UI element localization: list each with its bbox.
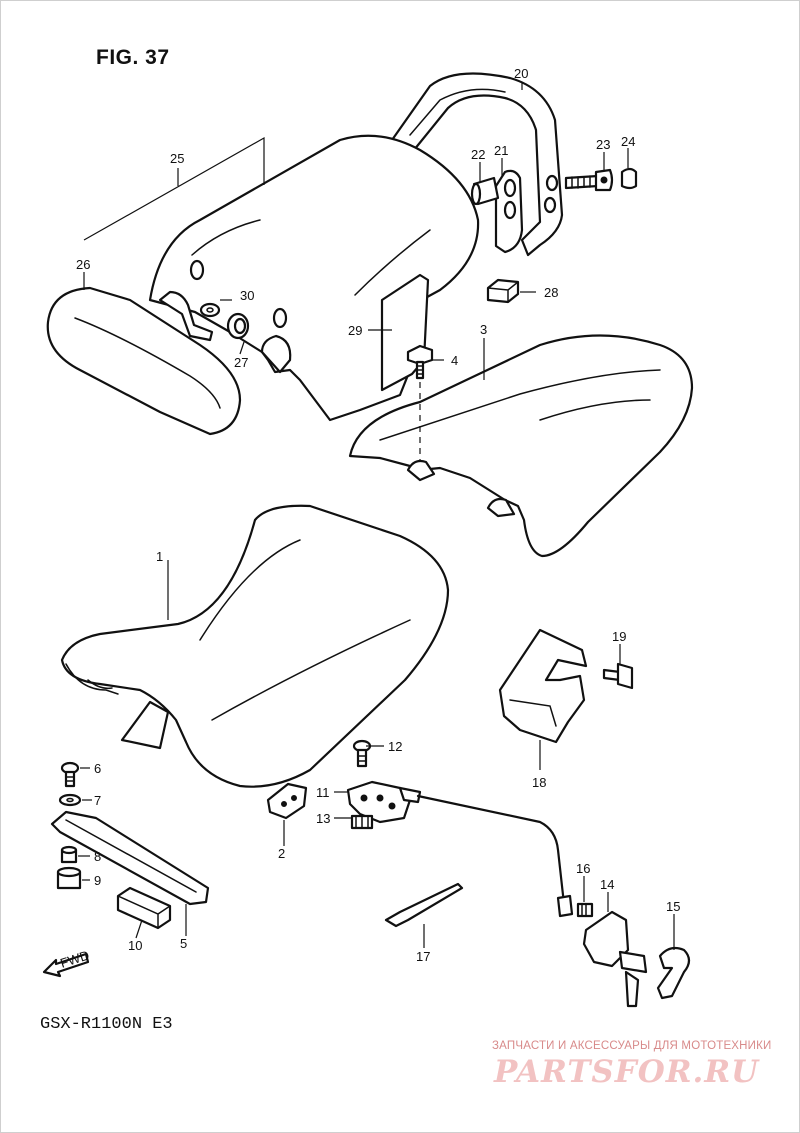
figure-title: FIG. 37 [96,46,170,69]
watermark-logo: PARTSFOR.RU [494,1054,760,1090]
callout-29[interactable]: 29 [348,323,362,338]
part-10-block[interactable] [116,886,172,930]
callout-27[interactable]: 27 [234,355,248,370]
callout-26[interactable]: 26 [76,257,90,272]
part-17-tie-strap[interactable] [384,882,464,928]
callout-21[interactable]: 21 [494,143,508,158]
cable-end[interactable] [556,894,574,918]
callout-1[interactable]: 1 [156,549,163,564]
callout-10[interactable]: 10 [128,938,142,953]
part-22-collar[interactable] [470,176,500,206]
part-16-screw[interactable] [576,902,594,918]
part-27-grommet[interactable] [226,312,250,340]
part-13-screw[interactable] [350,814,374,830]
part-3-rear-seat[interactable] [348,334,694,558]
fwd-arrow-icon [42,952,90,978]
part-1-front-seat[interactable] [60,504,450,788]
part-4-screw[interactable] [406,344,434,380]
callout-13[interactable]: 13 [316,811,330,826]
part-21-bracket[interactable] [494,169,524,254]
callout-numbers: 1 2 3 4 5 6 7 8 9 10 11 12 13 14 15 16 1… [76,66,680,964]
callout-2[interactable]: 2 [278,846,285,861]
callout-30[interactable]: 30 [240,288,254,303]
part-9-cushion[interactable] [56,866,82,890]
part-18-bracket[interactable] [498,628,588,744]
callout-19[interactable]: 19 [612,629,626,644]
part-23-bolt[interactable] [564,168,614,192]
watermark-caption: ЗАПЧАСТИ И АКСЕССУАРЫ ДЛЯ МОТОТЕХНИКИ [492,1040,772,1052]
callout-24[interactable]: 24 [621,134,635,149]
callout-16[interactable]: 16 [576,861,590,876]
callout-15[interactable]: 15 [666,899,680,914]
part-28-cushion[interactable] [486,278,520,304]
part-12-screw[interactable] [352,739,372,768]
callout-11[interactable]: 11 [316,785,330,800]
part-26-pillion-pad[interactable] [46,286,242,436]
part-7-washer[interactable] [58,793,82,807]
callout-7[interactable]: 7 [94,793,101,808]
callout-12[interactable]: 12 [388,739,402,754]
callout-6[interactable]: 6 [94,761,101,776]
part-11-seat-lock[interactable] [346,780,422,824]
callout-17[interactable]: 17 [416,949,430,964]
callout-25[interactable]: 25 [170,151,184,166]
callout-22[interactable]: 22 [471,147,485,162]
callout-28[interactable]: 28 [544,285,558,300]
callout-9[interactable]: 9 [94,873,101,888]
part-24-cap[interactable] [620,167,638,190]
part-8-spacer[interactable] [60,845,78,864]
leader-lines [78,82,675,950]
part-6-screw[interactable] [60,761,80,788]
callout-14[interactable]: 14 [600,877,614,892]
callout-18[interactable]: 18 [532,775,546,790]
part-30-washer[interactable] [199,302,221,318]
part-2-bracket[interactable] [266,782,308,820]
callout-5[interactable]: 5 [180,936,187,951]
callout-4[interactable]: 4 [451,353,458,368]
part-14-lock-cylinder[interactable] [582,910,648,1008]
callout-20[interactable]: 20 [514,66,528,81]
part-5-helmet-holder[interactable] [50,810,210,906]
model-code: GSX-R1100N E3 [40,1015,173,1034]
callout-23[interactable]: 23 [596,137,610,152]
part-15-lock-cam[interactable] [656,946,691,1000]
callout-3[interactable]: 3 [480,322,487,337]
lock-cable[interactable] [416,794,566,906]
callout-8[interactable]: 8 [94,849,101,864]
part-20-grab-rail[interactable] [390,72,564,257]
part-19-bolt[interactable] [602,662,634,690]
